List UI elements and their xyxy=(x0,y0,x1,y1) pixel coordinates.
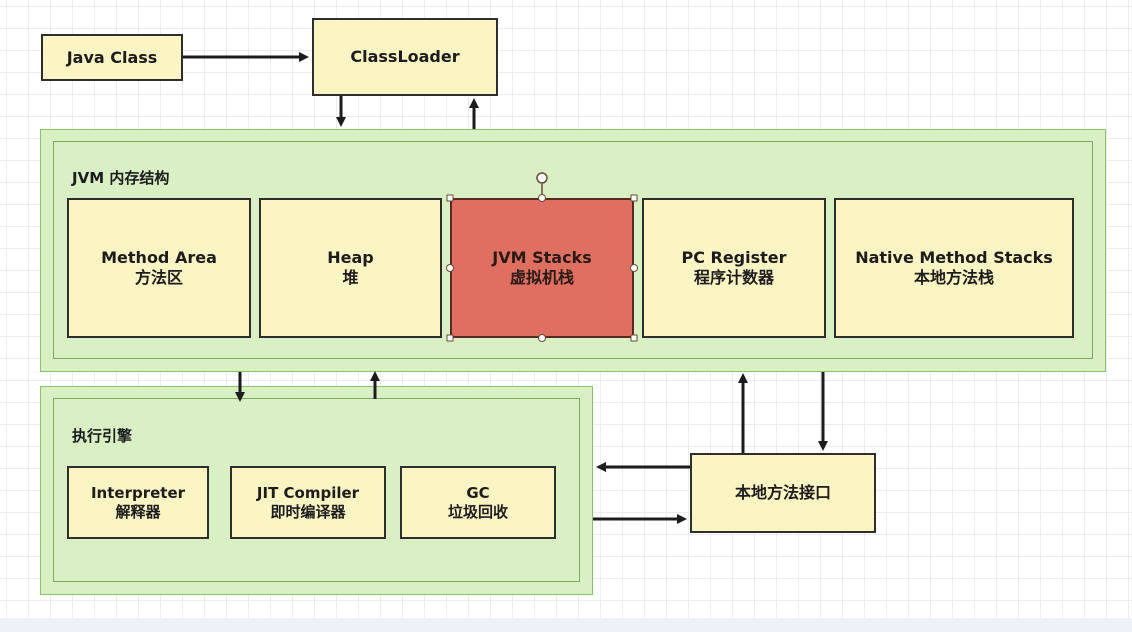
interpreter-node[interactable]: Interpreter 解释器 xyxy=(67,466,209,539)
jit-compiler-zh: 即时编译器 xyxy=(270,502,346,521)
handle-bottom xyxy=(538,334,546,342)
handle-br xyxy=(630,334,638,342)
jvm-memory-label: JVM 内存结构 xyxy=(72,169,170,187)
pc-register-zh: 程序计数器 xyxy=(693,268,774,287)
native-method-stacks-zh: 本地方法栈 xyxy=(913,268,994,287)
selection-handles xyxy=(446,172,638,342)
handle-tl xyxy=(446,194,454,202)
heap-en: Heap xyxy=(327,248,374,267)
handle-right xyxy=(630,264,638,272)
java-class-label: Java Class xyxy=(66,47,158,67)
java-class-node[interactable]: Java Class xyxy=(41,34,183,81)
execution-engine-inner-frame xyxy=(53,398,580,582)
heap-node[interactable]: Heap 堆 xyxy=(259,198,442,338)
handle-bl xyxy=(446,334,454,342)
interpreter-en: Interpreter xyxy=(90,483,186,502)
classloader-node[interactable]: ClassLoader xyxy=(312,18,498,96)
handle-left xyxy=(446,264,454,272)
heap-zh: 堆 xyxy=(342,268,359,287)
pc-register-en: PC Register xyxy=(681,248,787,267)
pc-register-node[interactable]: PC Register 程序计数器 xyxy=(642,198,826,338)
rotate-handle xyxy=(536,172,548,184)
bottom-band xyxy=(0,618,1132,632)
classloader-label: ClassLoader xyxy=(350,47,460,66)
native-method-interface-node[interactable]: 本地方法接口 xyxy=(690,453,876,533)
handle-tr xyxy=(630,194,638,202)
gc-node[interactable]: GC 垃圾回收 xyxy=(400,466,556,539)
native-method-interface-label: 本地方法接口 xyxy=(734,483,831,502)
jvm-stacks-en: JVM Stacks xyxy=(492,248,592,267)
native-method-stacks-en: Native Method Stacks xyxy=(855,248,1053,267)
jit-compiler-en: JIT Compiler xyxy=(256,483,360,502)
native-method-stacks-node[interactable]: Native Method Stacks 本地方法栈 xyxy=(834,198,1074,338)
handle-top xyxy=(538,194,546,202)
gc-en: GC xyxy=(466,483,490,502)
method-area-en: Method Area xyxy=(101,248,217,267)
jit-compiler-node[interactable]: JIT Compiler 即时编译器 xyxy=(230,466,386,539)
method-area-zh: 方法区 xyxy=(134,268,183,287)
jvm-stacks-node[interactable]: JVM Stacks 虚拟机栈 xyxy=(450,198,634,338)
gc-zh: 垃圾回收 xyxy=(447,502,508,521)
execution-engine-label: 执行引擎 xyxy=(72,427,133,445)
jvm-stacks-zh: 虚拟机栈 xyxy=(509,268,574,287)
method-area-node[interactable]: Method Area 方法区 xyxy=(67,198,251,338)
jvm-memory-inner-frame xyxy=(53,141,1093,359)
interpreter-zh: 解释器 xyxy=(115,502,161,521)
